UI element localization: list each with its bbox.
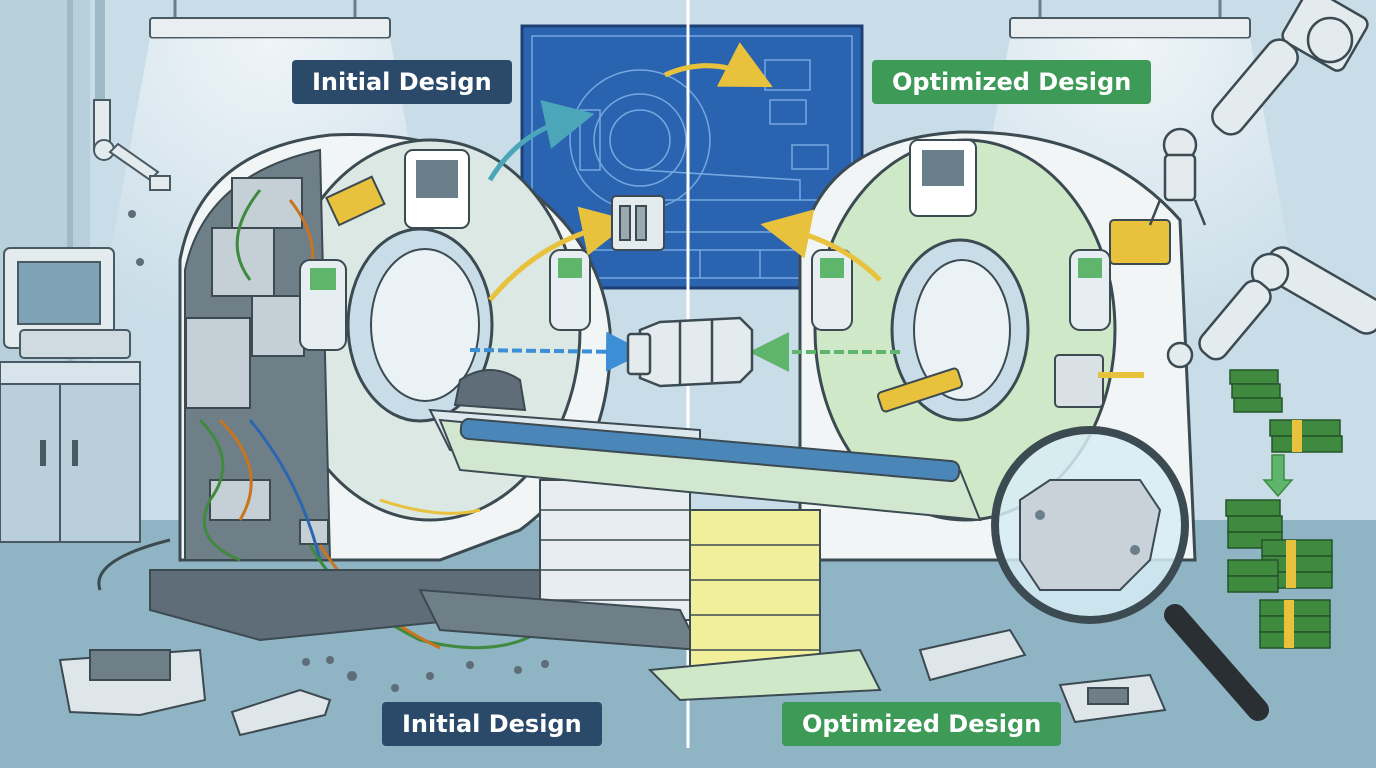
robot-arm-icon [1148,0,1376,369]
money-stack-icon [1225,369,1343,649]
magnifier-icon [991,426,1269,721]
bracket-part-icon [58,628,1167,737]
arrow-blue-icon [469,331,646,372]
optimized-design-label-bottom: Optimized Design [782,702,1062,746]
arrow-teal-up-icon [487,99,595,182]
initial-design-label-bottom: Initial Design [382,702,602,746]
screws-icon [128,210,549,710]
optimized-design-label-top: Optimized Design [872,60,1152,104]
ct-scanner-optimized-icon [798,130,1197,562]
arrow-yellow-small-icon [1098,372,1144,378]
workstation-computer-icon [0,247,141,543]
patient-table-optimized-icon [438,417,982,702]
blueprint-part-icon [611,195,665,251]
initial-design-label-top: Initial Design [292,60,512,104]
cost-decrease-arrow-icon [1262,454,1294,498]
wall-robot-arm-left-icon [93,99,171,191]
arrow-yellow-left-icon [488,206,632,302]
arrow-yellow-right-icon [760,209,882,282]
connector-part-icon [626,316,754,388]
arrow-yellow-top-icon [663,42,773,88]
